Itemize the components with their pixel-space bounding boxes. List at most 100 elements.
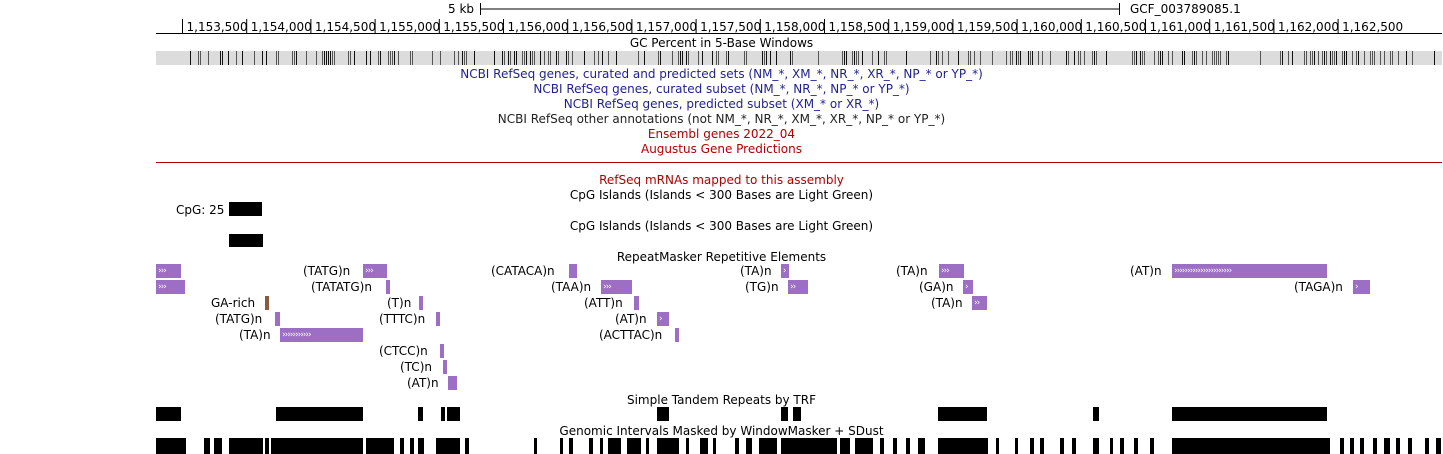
trf-feature[interactable] — [1172, 407, 1327, 421]
windowmasker-feature[interactable] — [1350, 438, 1354, 454]
windowmasker-feature[interactable] — [600, 438, 603, 454]
windowmasker-feature[interactable] — [893, 438, 897, 454]
windowmasker-feature[interactable] — [1172, 438, 1330, 454]
windowmasker-feature[interactable] — [418, 438, 424, 454]
windowmasker-feature[interactable] — [855, 438, 873, 454]
windowmasker-feature[interactable] — [1030, 438, 1034, 454]
windowmasker-feature[interactable] — [1120, 438, 1124, 454]
windowmasker-feature[interactable] — [918, 438, 925, 454]
windowmasker-feature[interactable] — [569, 438, 573, 454]
windowmasker-feature[interactable] — [1360, 438, 1364, 454]
windowmasker-feature[interactable] — [410, 438, 414, 454]
windowmasker-feature[interactable] — [534, 438, 537, 454]
repeat-feature[interactable]: ›› — [788, 280, 808, 294]
refseq-mrnas-track-title[interactable]: RefSeq mRNAs mapped to this assembly — [599, 173, 844, 187]
trf-track-title[interactable]: Simple Tandem Repeats by TRF — [626, 393, 816, 407]
windowmasker-feature[interactable] — [1110, 438, 1113, 454]
windowmasker-feature[interactable] — [1384, 438, 1390, 454]
windowmasker-feature[interactable] — [781, 438, 837, 454]
repeat-feature[interactable] — [448, 376, 457, 390]
windowmasker-feature[interactable] — [1436, 438, 1441, 454]
repeat-feature[interactable]: ››› — [156, 280, 185, 294]
windowmasker-feature[interactable] — [880, 438, 884, 454]
gc-percent-track-title[interactable]: GC Percent in 5-Base Windows — [629, 36, 814, 50]
windowmasker-feature[interactable] — [1072, 438, 1076, 454]
repeat-feature[interactable]: › — [1353, 280, 1370, 294]
windowmasker-feature[interactable] — [265, 438, 269, 454]
windowmasker-feature[interactable] — [700, 438, 708, 454]
refseq-curated-track-title[interactable]: NCBI RefSeq genes, curated subset (NM_*,… — [533, 82, 910, 96]
windowmasker-feature[interactable] — [436, 438, 460, 454]
windowmasker-track[interactable] — [0, 438, 1443, 454]
windowmasker-feature[interactable] — [627, 438, 641, 454]
repeat-feature[interactable] — [440, 344, 444, 358]
windowmasker-feature[interactable] — [713, 438, 716, 454]
trf-feature[interactable] — [156, 407, 181, 421]
repeat-feature[interactable] — [675, 328, 679, 342]
repeat-feature[interactable] — [569, 264, 577, 278]
refseq-other-track-title[interactable]: NCBI RefSeq other annotations (not NM_*,… — [497, 112, 946, 126]
repeat-feature[interactable] — [443, 360, 447, 374]
windowmasker-feature[interactable] — [746, 438, 752, 454]
augustus-track-line[interactable] — [156, 162, 1442, 163]
windowmasker-feature[interactable] — [840, 438, 850, 454]
repeatmasker-track-title[interactable]: RepeatMasker Repetitive Elements — [616, 250, 827, 264]
windowmasker-feature[interactable] — [1150, 438, 1154, 454]
repeat-feature[interactable]: › — [657, 312, 669, 326]
windowmasker-feature[interactable] — [214, 438, 222, 454]
cpg-islands-track-title[interactable]: CpG Islands (Islands < 300 Bases are Lig… — [569, 188, 874, 202]
trf-feature[interactable] — [447, 407, 460, 421]
repeat-feature[interactable]: ››››››››››› — [280, 328, 363, 342]
windowmasker-feature[interactable] — [1060, 438, 1064, 454]
trf-feature[interactable] — [441, 407, 445, 421]
cpg-island-feature[interactable] — [229, 202, 262, 216]
repeat-feature[interactable]: ››› — [156, 264, 181, 278]
trf-feature[interactable] — [793, 407, 801, 421]
repeat-feature[interactable] — [386, 280, 390, 294]
windowmasker-feature[interactable] — [400, 438, 404, 454]
ensembl-track-title[interactable]: Ensembl genes 2022_04 — [647, 127, 796, 141]
windowmasker-feature[interactable] — [906, 438, 910, 454]
repeat-feature[interactable]: ››› — [363, 264, 387, 278]
repeat-feature[interactable]: › — [963, 280, 973, 294]
refseq-all-track-title[interactable]: NCBI RefSeq genes, curated and predicted… — [460, 67, 983, 81]
windowmasker-feature[interactable] — [1093, 438, 1099, 454]
repeat-feature[interactable] — [436, 312, 440, 326]
trf-feature[interactable] — [418, 407, 423, 421]
windowmasker-feature[interactable] — [560, 438, 563, 454]
cpg-island-feature-2[interactable] — [229, 234, 263, 247]
windowmasker-feature[interactable] — [589, 438, 593, 454]
windowmasker-feature[interactable] — [1425, 438, 1429, 454]
trf-feature[interactable] — [276, 407, 363, 421]
windowmasker-feature[interactable] — [1373, 438, 1377, 454]
windowmasker-feature[interactable] — [156, 438, 186, 454]
repeat-feature[interactable] — [265, 296, 269, 310]
windowmasker-track-title[interactable]: Genomic Intervals Masked by WindowMasker… — [0, 424, 1443, 438]
repeat-feature[interactable] — [419, 296, 423, 310]
repeat-feature[interactable] — [275, 312, 280, 326]
refseq-predicted-track-title[interactable]: NCBI RefSeq genes, predicted subset (XM_… — [563, 97, 880, 111]
windowmasker-feature[interactable] — [1340, 438, 1344, 454]
windowmasker-feature[interactable] — [465, 438, 469, 454]
trf-feature[interactable] — [1093, 407, 1099, 421]
windowmasker-feature[interactable] — [1134, 438, 1138, 454]
windowmasker-feature[interactable] — [686, 438, 689, 454]
trf-feature[interactable] — [938, 407, 987, 421]
trf-feature[interactable] — [781, 407, 788, 421]
windowmasker-feature[interactable] — [1408, 438, 1412, 454]
windowmasker-feature[interactable] — [646, 438, 649, 454]
cpg-islands-track-title-2[interactable]: CpG Islands (Islands < 300 Bases are Lig… — [569, 219, 874, 233]
windowmasker-feature[interactable] — [996, 438, 999, 454]
windowmasker-feature[interactable] — [366, 438, 394, 454]
trf-track[interactable] — [0, 407, 1443, 421]
windowmasker-feature[interactable] — [657, 438, 679, 454]
repeat-feature[interactable]: ›› — [972, 296, 987, 310]
windowmasker-feature[interactable] — [1040, 438, 1044, 454]
windowmasker-feature[interactable] — [735, 438, 739, 454]
repeat-feature[interactable] — [634, 296, 639, 310]
windowmasker-feature[interactable] — [1396, 438, 1400, 454]
repeat-feature[interactable]: ››› — [601, 280, 632, 294]
repeat-feature[interactable]: › — [781, 264, 789, 278]
gc-percent-track[interactable] — [156, 51, 1442, 65]
windowmasker-feature[interactable] — [204, 438, 210, 454]
